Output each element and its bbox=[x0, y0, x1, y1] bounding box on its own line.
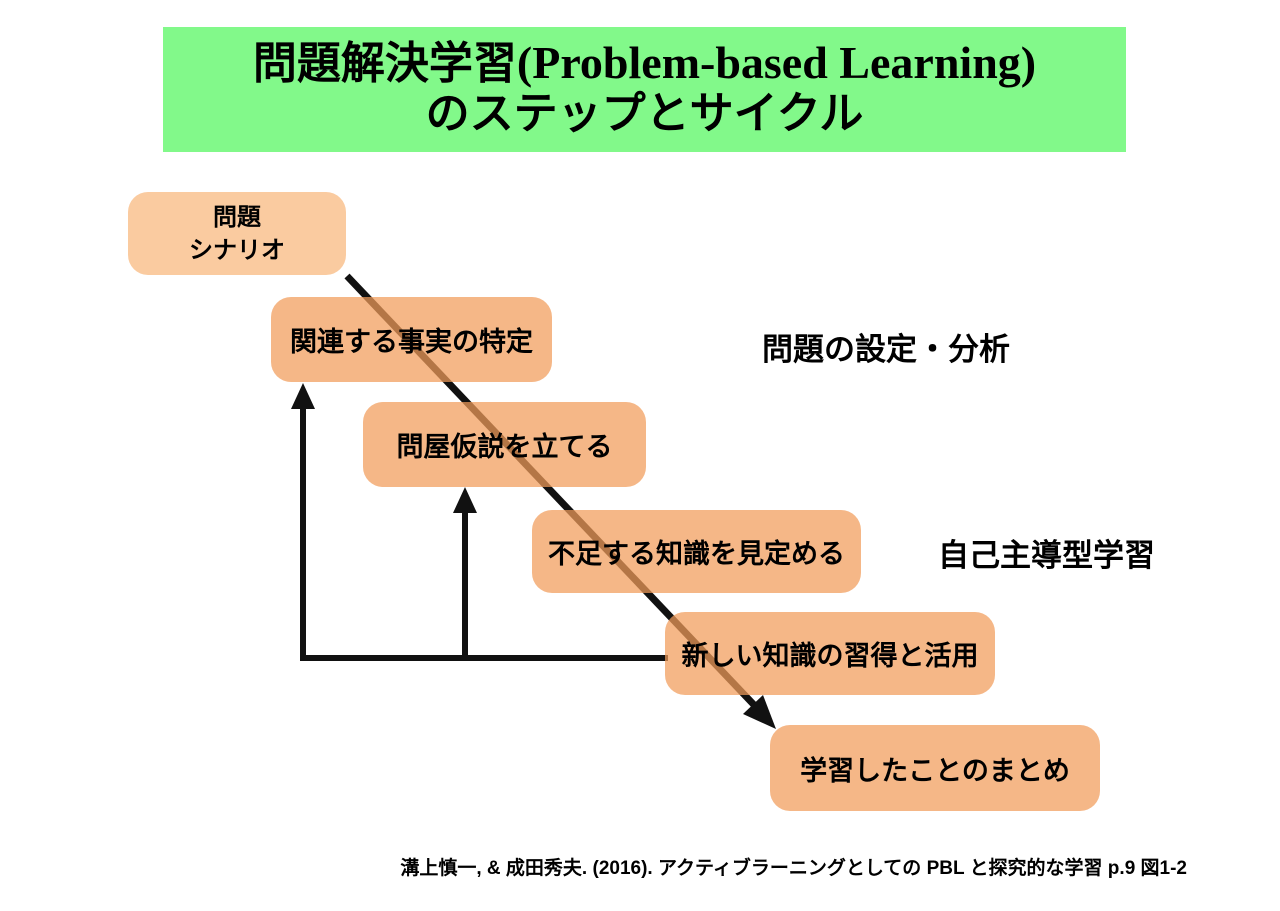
slide-title-line1: 問題解決学習(Problem-based Learning) bbox=[163, 38, 1126, 89]
feedback-up-arrowhead-2 bbox=[453, 487, 477, 513]
step-box-identify-knowledge-gaps: 不足する知識を見定める bbox=[532, 510, 861, 593]
slide-title-jp: 問題解決学習 bbox=[252, 39, 517, 88]
feedback-up-arrowhead-1 bbox=[291, 383, 315, 409]
slide-title-line2: のステップとサイクル bbox=[425, 89, 864, 138]
step-box-acquire-apply-knowledge: 新しい知識の習得と活用 bbox=[665, 612, 995, 695]
step-box-problem-scenario: 問題 シナリオ bbox=[128, 192, 346, 275]
slide-title-latin: (Problem-based Learning) bbox=[516, 37, 1037, 88]
step-box-summarize-learning: 学習したことのまとめ bbox=[770, 725, 1100, 811]
phase-label-problem-setting-analysis: 問題の設定・分析 bbox=[762, 332, 1010, 367]
diagonal-arrowhead bbox=[743, 695, 776, 729]
step-box-form-hypothesis: 問屋仮説を立てる bbox=[363, 402, 646, 487]
title-banner: 問題解決学習(Problem-based Learning) のステップとサイク… bbox=[163, 27, 1126, 152]
phase-label-self-directed-learning: 自己主導型学習 bbox=[938, 538, 1155, 573]
citation-text: 溝上慎一, & 成田秀夫. (2016). アクティブラーニングとしての PBL… bbox=[400, 858, 1187, 879]
step-box-identify-facts: 関連する事実の特定 bbox=[271, 297, 552, 382]
